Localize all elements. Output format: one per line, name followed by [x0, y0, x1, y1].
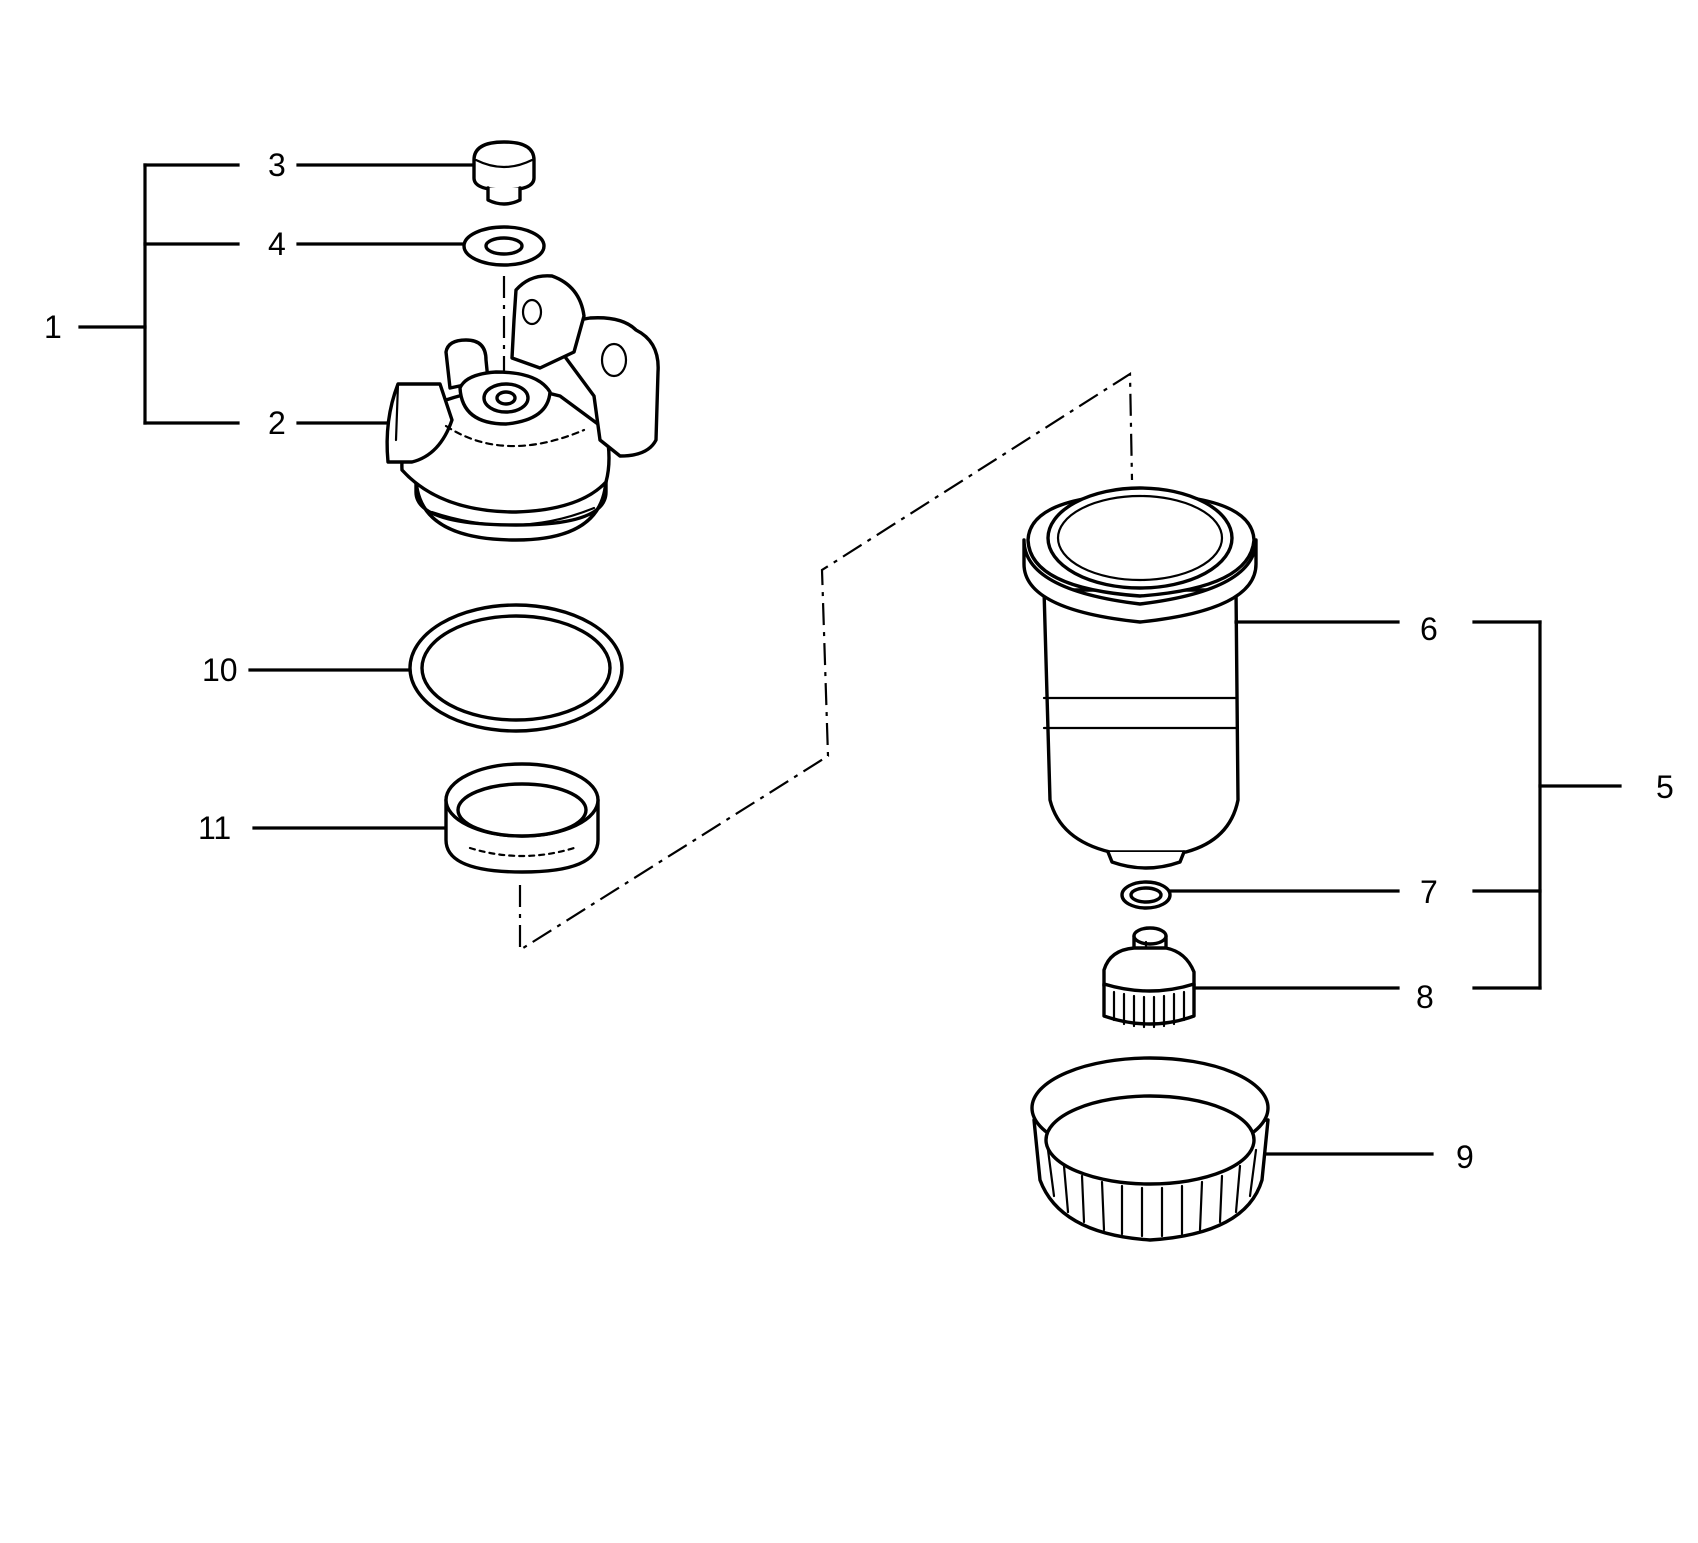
leader-lines-left — [248, 163, 476, 830]
plug-icon — [472, 140, 536, 206]
filter-head-icon — [385, 274, 660, 542]
callout-4: 4 — [268, 226, 286, 262]
callout-1: 1 — [44, 309, 62, 345]
leader-lines-right — [1168, 620, 1434, 1156]
assembly-path-line — [518, 372, 1134, 952]
callout-5: 5 — [1656, 769, 1674, 805]
retaining-nut-icon — [1030, 1056, 1270, 1242]
filter-bowl-icon — [1022, 486, 1258, 870]
callout-11: 11 — [198, 810, 231, 846]
callout-7: 7 — [1420, 874, 1438, 910]
callout-2: 2 — [268, 405, 286, 441]
spacer-ring-icon — [444, 762, 600, 874]
bracket-assembly-1 — [78, 163, 240, 425]
callout-10: 10 — [202, 652, 238, 688]
bracket-assembly-5 — [1472, 620, 1622, 990]
o-ring-icon — [408, 603, 624, 733]
washer-icon — [462, 225, 546, 267]
callout-3: 3 — [268, 147, 286, 183]
callout-6: 6 — [1420, 611, 1438, 647]
callout-8: 8 — [1416, 979, 1434, 1015]
drain-plug-icon — [1102, 926, 1196, 1029]
small-seal-icon — [1120, 880, 1172, 910]
callout-9: 9 — [1456, 1139, 1474, 1175]
